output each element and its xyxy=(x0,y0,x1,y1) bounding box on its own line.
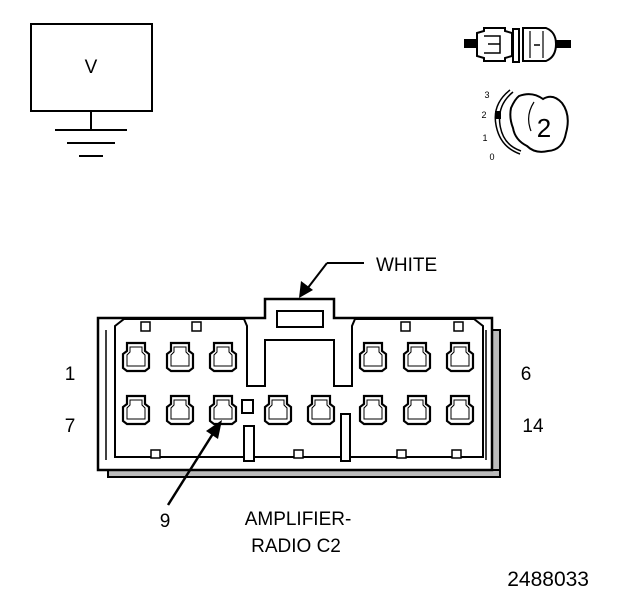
color-callout xyxy=(299,262,364,298)
selector-pointer xyxy=(495,111,501,119)
cavity-7 xyxy=(121,394,151,426)
cavity-10 xyxy=(263,394,293,426)
selector-position-1: 1 xyxy=(482,133,487,143)
cavity-2 xyxy=(165,341,195,373)
connector-plug-icon xyxy=(464,27,571,63)
key-square xyxy=(241,399,254,414)
cavity-8 xyxy=(165,394,195,426)
key-post-left xyxy=(243,425,255,462)
pin-label-row2-start: 7 xyxy=(65,416,76,437)
cavity-11 xyxy=(306,394,336,426)
cavity-3 xyxy=(208,341,238,373)
connector-latch xyxy=(276,310,324,328)
cavity-1 xyxy=(121,341,151,373)
selector-selected-digit: 2 xyxy=(537,113,551,143)
pin-callout-arrow xyxy=(166,420,222,506)
pin-label-row1-end: 6 xyxy=(521,364,532,385)
selector-position-3: 3 xyxy=(484,90,489,100)
cavity-9 xyxy=(208,394,238,426)
connector-color-label: WHITE xyxy=(376,255,437,276)
cavity-5 xyxy=(402,341,432,373)
connector-insert xyxy=(114,318,484,458)
key-post-right xyxy=(340,413,351,462)
cavity-14 xyxy=(445,394,475,426)
connector-name-line1: AMPLIFIER- xyxy=(245,509,352,530)
selector-position-0: 0 xyxy=(489,152,494,162)
selector-position-2: 2 xyxy=(481,110,486,120)
pin-label-row1-start: 1 xyxy=(65,364,76,385)
ground-icon xyxy=(55,129,127,157)
selector-knob-icon: 2 3 2 1 0 xyxy=(481,89,569,162)
voltmeter-box xyxy=(30,23,153,112)
voltmeter-label: V xyxy=(85,57,98,78)
connector-face: WHITE xyxy=(65,255,544,557)
pin-callout-label: 9 xyxy=(160,511,171,532)
cavity-6 xyxy=(445,341,475,373)
voltmeter-symbol: V xyxy=(30,23,153,157)
figure-number: 2488033 xyxy=(507,568,589,591)
pin-label-row2-end: 14 xyxy=(522,416,544,437)
connector-name-line2: RADIO C2 xyxy=(251,536,341,557)
cavity-12 xyxy=(358,394,388,426)
cavity-13 xyxy=(402,394,432,426)
cavity-4 xyxy=(358,341,388,373)
